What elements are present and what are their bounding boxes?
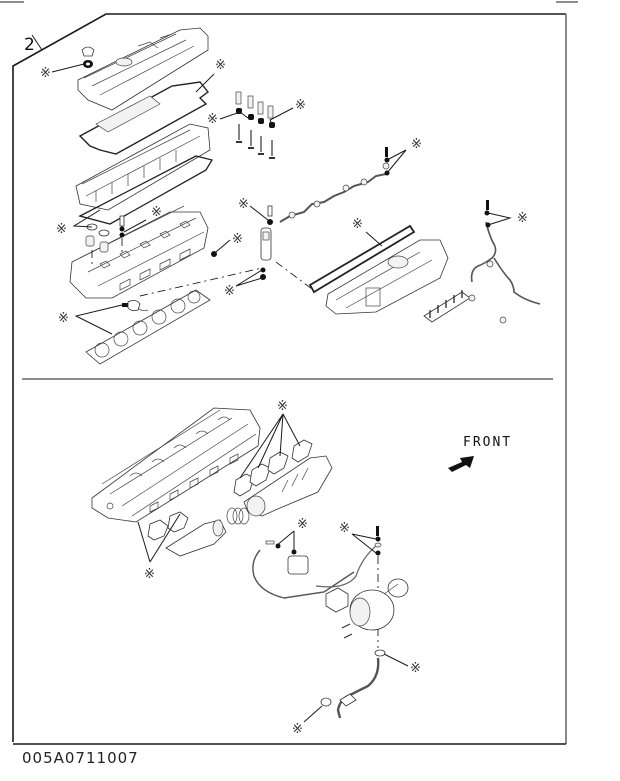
marker: ※ bbox=[215, 58, 226, 73]
intake-manifold-gasket bbox=[308, 224, 416, 294]
lower-section: ※ ※ ※ ※ ※ ※ FRONT bbox=[91, 399, 512, 737]
reference-number: 2 bbox=[24, 35, 35, 55]
injector bbox=[260, 205, 273, 280]
egr-valve bbox=[252, 540, 355, 599]
marker: ※ bbox=[56, 222, 67, 237]
oil-return-lower-gasket bbox=[320, 697, 332, 707]
marker: ※ bbox=[40, 66, 51, 81]
markers-lower: ※ ※ ※ ※ ※ ※ bbox=[137, 399, 421, 737]
marker: ※ bbox=[144, 567, 155, 582]
marker: ※ bbox=[352, 217, 363, 232]
front-label: FRONT bbox=[463, 435, 512, 450]
turbocharger bbox=[341, 578, 409, 639]
marker: ※ bbox=[517, 211, 528, 226]
oil-return-gasket bbox=[374, 649, 386, 657]
fuel-pipe bbox=[468, 221, 541, 324]
egr-pipe bbox=[165, 519, 227, 557]
egr-gaskets bbox=[147, 511, 189, 541]
thermostat-seal bbox=[122, 300, 149, 312]
seal-rings bbox=[226, 507, 250, 525]
marker: ※ bbox=[410, 661, 421, 676]
rocker-cover bbox=[77, 27, 209, 111]
marker: ※ bbox=[339, 521, 350, 536]
marker: ※ bbox=[297, 517, 308, 532]
cover-bolt bbox=[211, 251, 217, 257]
cylinder-head-lower bbox=[91, 407, 261, 523]
marker: ※ bbox=[277, 399, 288, 414]
rocker-cover-gasket bbox=[78, 81, 209, 155]
housing-gasket bbox=[78, 155, 214, 225]
marker: ※ bbox=[58, 311, 69, 326]
drawing-code: 005A0711007 bbox=[22, 749, 139, 767]
valves-and-seals bbox=[235, 91, 275, 159]
turbo-oil-feed-washers bbox=[315, 526, 382, 648]
oil-filler-cap bbox=[81, 46, 95, 68]
assembly-line bbox=[139, 261, 317, 297]
marker: ※ bbox=[411, 137, 422, 152]
turbo-flange-gasket bbox=[325, 587, 349, 613]
exhaust-manifold-gaskets bbox=[233, 439, 313, 497]
marker: ※ bbox=[151, 205, 162, 220]
marker: ※ bbox=[207, 112, 218, 127]
intake-manifold bbox=[325, 239, 449, 315]
marker: ※ bbox=[295, 98, 306, 113]
diagram-frame bbox=[12, 13, 567, 745]
fuel-rail bbox=[423, 290, 471, 323]
exhaust-manifold bbox=[243, 455, 333, 517]
marker: ※ bbox=[292, 722, 303, 737]
markers-upper: ※ ※ ※ ※ ※ ※ ※ ※ ※ ※ ※ ※ ※ bbox=[40, 58, 528, 335]
front-arrow-icon bbox=[448, 456, 474, 472]
head-bolt-washer bbox=[119, 215, 125, 256]
upper-section: ※ ※ ※ ※ ※ ※ ※ ※ ※ ※ ※ ※ ※ bbox=[40, 27, 541, 365]
marker: ※ bbox=[224, 284, 235, 299]
reference-leader bbox=[31, 34, 43, 51]
fuel-leak-off-pipe bbox=[279, 162, 390, 223]
cylinder-head-gasket bbox=[85, 289, 211, 365]
marker: ※ bbox=[238, 197, 249, 212]
cylinder-head-upper bbox=[69, 205, 209, 299]
rocker-housing bbox=[75, 123, 211, 211]
marker: ※ bbox=[232, 232, 243, 247]
oil-return-pipe bbox=[336, 657, 380, 719]
